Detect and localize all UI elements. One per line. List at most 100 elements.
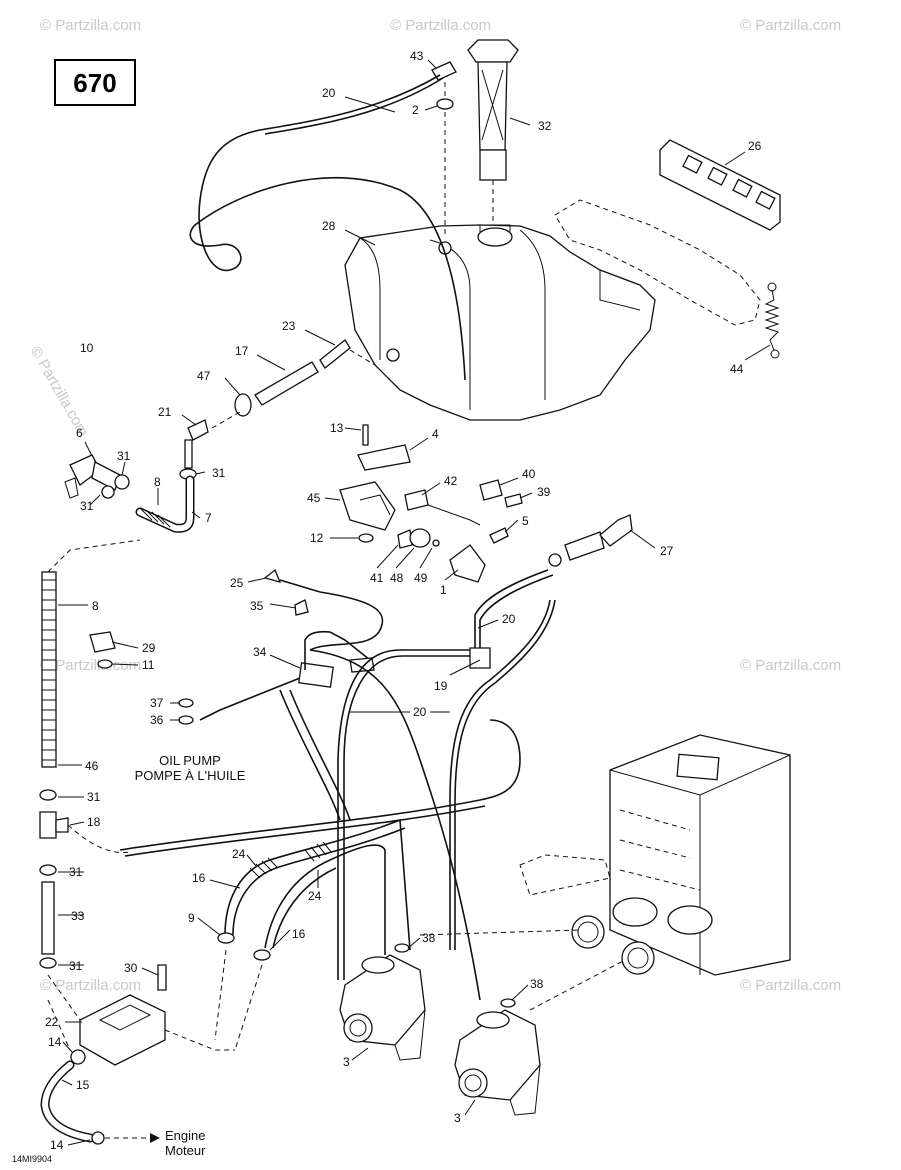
callout-34: 34 (253, 645, 267, 659)
hoses-16-24 (164, 818, 411, 1051)
callout-43: 43 (410, 49, 424, 63)
callout-22: 22 (45, 1015, 59, 1029)
callout-47: 47 (197, 369, 211, 383)
upper-hose-7 (135, 439, 197, 533)
vent-elbow-grommet (431, 61, 457, 235)
callout-12: 12 (310, 531, 324, 545)
callout-27: 27 (660, 544, 674, 558)
callout-39: 39 (537, 485, 551, 499)
callout-24-b: 24 (308, 889, 322, 903)
vent-hoses-20 (337, 569, 556, 980)
callout-labels: 43 2 32 20 26 28 23 17 10 47 21 6 31 31 … (45, 49, 762, 1152)
watermark-2: © Partzilla.com (390, 17, 491, 34)
callout-29: 29 (142, 641, 156, 655)
callout-31-f: 31 (69, 959, 83, 973)
watermark-7: © Partzilla.com (40, 977, 141, 994)
watermark-4: © Partzilla.com (740, 657, 841, 674)
callout-2: 2 (412, 103, 419, 117)
callout-23: 23 (282, 319, 296, 333)
leader-lines (58, 59, 771, 1146)
engine-label-fr: Moteur (165, 1143, 206, 1158)
bracket-outline (554, 199, 761, 326)
vent-tube-top (189, 74, 466, 381)
callout-18: 18 (87, 815, 101, 829)
callout-1: 1 (440, 583, 447, 597)
airbox (419, 734, 791, 1011)
callout-24-a: 24 (232, 847, 246, 861)
carburetor-left (339, 943, 426, 1061)
callout-33: 33 (71, 909, 85, 923)
watermark-1: © Partzilla.com (40, 17, 141, 34)
callout-3-b: 3 (454, 1111, 461, 1125)
callout-36: 36 (150, 713, 164, 727)
callout-32: 32 (538, 119, 552, 133)
watermark-5: © Partzilla.com (740, 977, 841, 994)
electrical-sensor-group (339, 424, 523, 583)
callout-5: 5 (522, 514, 529, 528)
diagram-number: 670 (73, 68, 116, 98)
callout-16-a: 16 (192, 871, 206, 885)
callout-16-b: 16 (292, 927, 306, 941)
callout-7: 7 (205, 511, 212, 525)
callout-42: 42 (444, 474, 458, 488)
callout-45: 45 (307, 491, 321, 505)
hose-8-corrugated (41, 539, 141, 768)
callout-14-b: 14 (50, 1138, 64, 1152)
drawing-code: 14MI9904 (12, 1154, 52, 1164)
callout-31-d: 31 (87, 790, 101, 804)
callout-9: 9 (188, 911, 195, 925)
callout-31-a: 31 (117, 449, 131, 463)
callout-40: 40 (522, 467, 536, 481)
callout-13: 13 (330, 421, 344, 435)
callout-48: 48 (390, 571, 404, 585)
plunger-27 (548, 514, 633, 567)
crossing-hoses (119, 649, 521, 1001)
callout-44: 44 (730, 362, 744, 376)
callout-14-a: 14 (48, 1035, 62, 1049)
diagram-number-box: 670 (54, 59, 136, 106)
callout-38-b: 38 (530, 977, 544, 991)
oil-pump-label-fr: POMPE À L'HUILE (135, 768, 246, 783)
watermark-6: © Partzilla.com (40, 657, 141, 674)
oil-pump-caption: OIL PUMP POMPE À L'HUILE (135, 753, 246, 783)
callout-11: 11 (142, 658, 155, 672)
carburetor-right (454, 998, 541, 1116)
callout-25: 25 (230, 576, 244, 590)
callout-41: 41 (370, 571, 384, 585)
callout-31-e: 31 (69, 865, 83, 879)
watermark-3: © Partzilla.com (740, 17, 841, 34)
callout-21: 21 (158, 405, 172, 419)
callout-38-a: 38 (422, 931, 436, 945)
oil-tank (344, 224, 656, 421)
callout-28: 28 (322, 219, 336, 233)
callout-20-low: 20 (413, 705, 427, 719)
callout-30: 30 (124, 961, 138, 975)
filler-cap-dipstick (467, 39, 519, 225)
engine-caption: Engine Moteur (165, 1128, 206, 1158)
plate-26 (659, 139, 781, 231)
callout-46: 46 (85, 759, 99, 773)
lower-feed-line (39, 789, 167, 1145)
callout-31-b: 31 (212, 466, 226, 480)
callout-15: 15 (76, 1078, 90, 1092)
callout-10: 10 (80, 341, 94, 355)
callout-8-a: 8 (154, 475, 161, 489)
callout-19: 19 (434, 679, 448, 693)
callout-37: 37 (150, 696, 164, 710)
callout-8-b: 8 (92, 599, 99, 613)
callout-35: 35 (250, 599, 264, 613)
callout-20-top: 20 (322, 86, 336, 100)
callout-31-c: 31 (80, 499, 94, 513)
oil-pump-label-en: OIL PUMP (159, 753, 221, 768)
callout-4: 4 (432, 427, 439, 441)
callout-26: 26 (748, 139, 762, 153)
callout-6: 6 (76, 426, 83, 440)
spring-44 (764, 282, 780, 359)
callout-3-a: 3 (343, 1055, 350, 1069)
oil-level-sensor-group (187, 339, 376, 441)
engine-label-en: Engine (165, 1128, 205, 1143)
callout-49: 49 (414, 571, 428, 585)
callout-17: 17 (235, 344, 249, 358)
callout-20-mid: 20 (502, 612, 516, 626)
